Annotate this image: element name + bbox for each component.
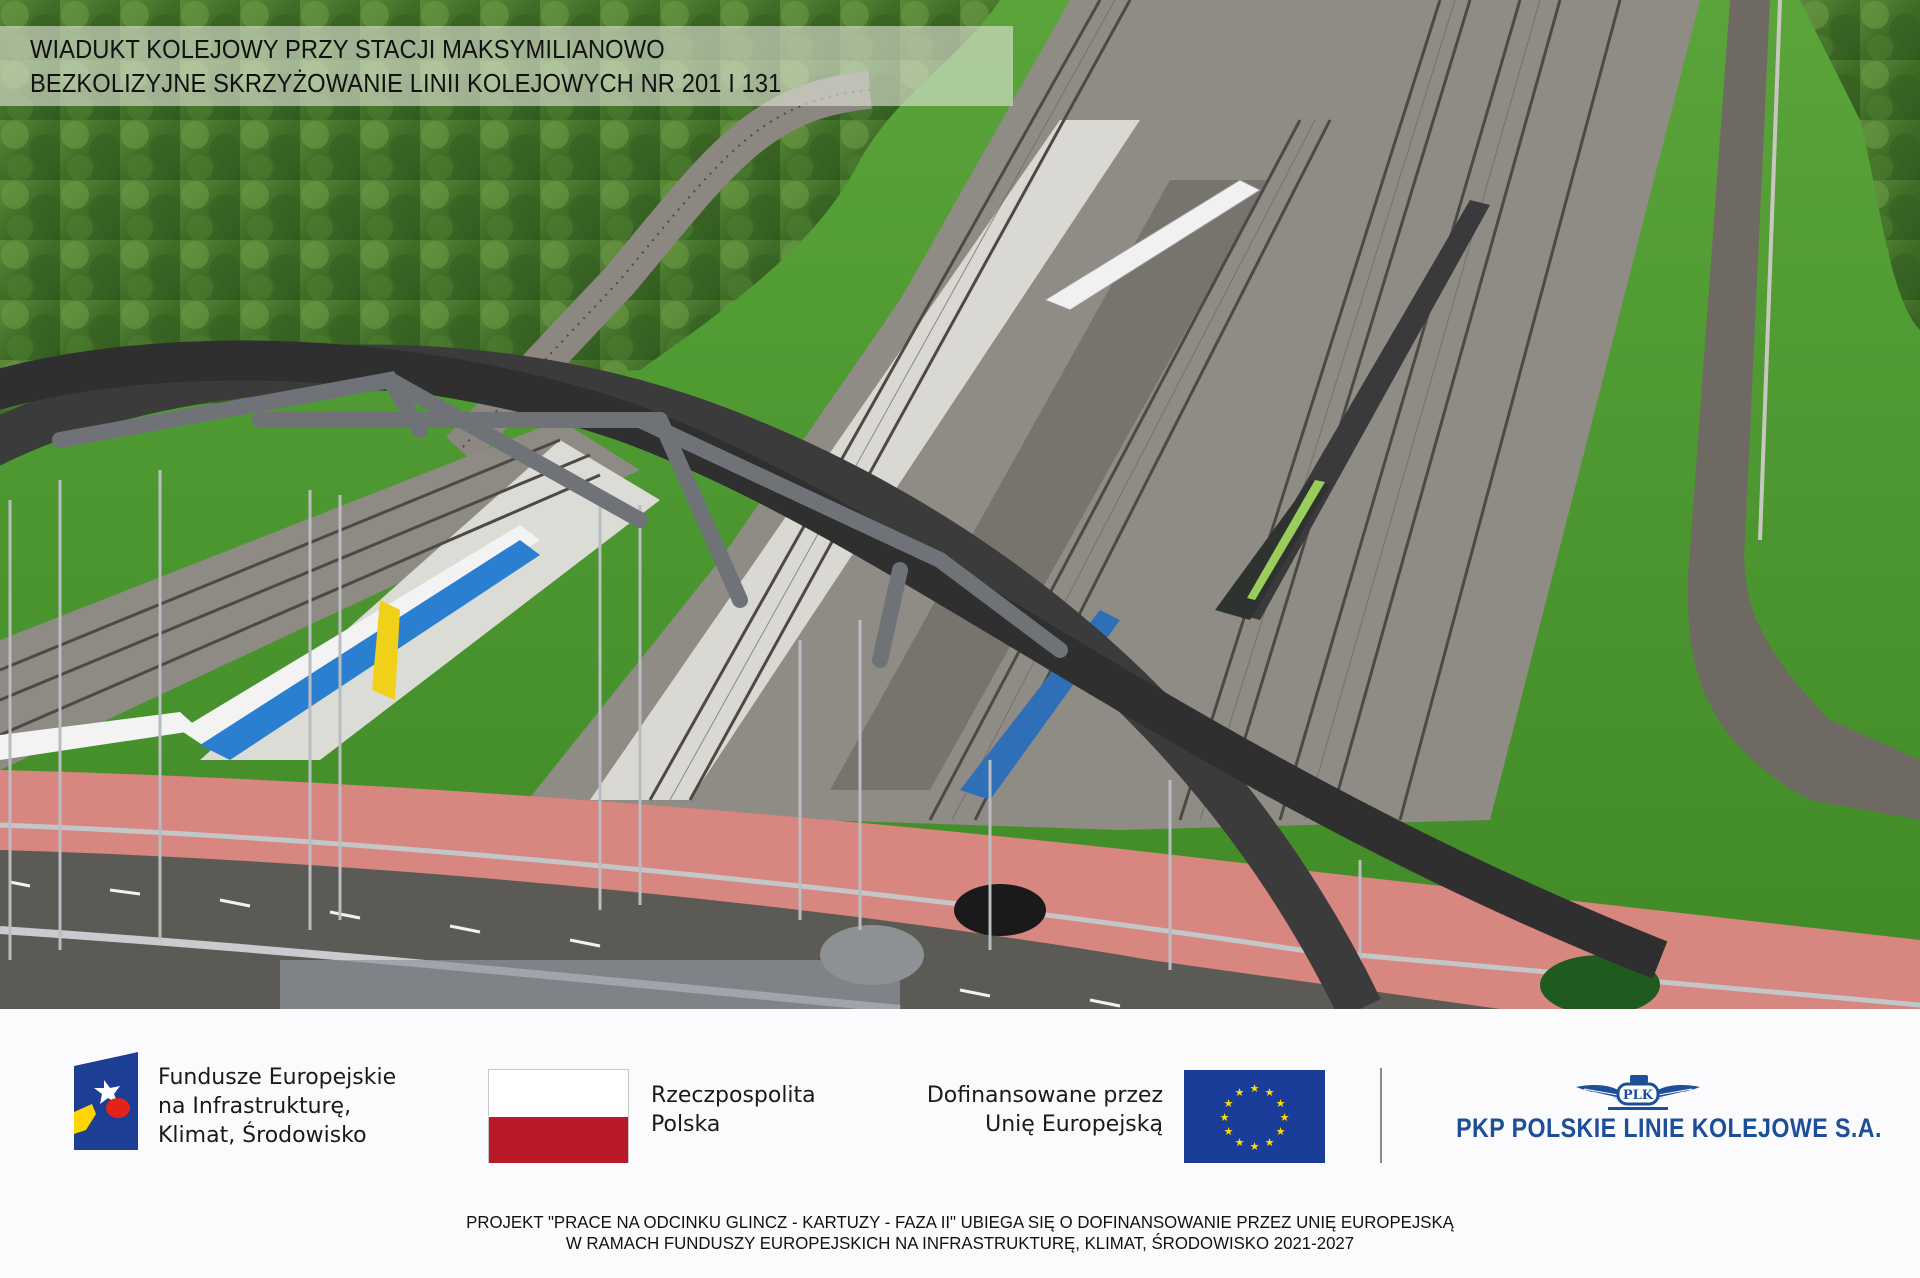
svg-text:★: ★ bbox=[1250, 1140, 1260, 1153]
rzeczpospolita-polska-label: Rzeczpospolita Polska bbox=[651, 1083, 816, 1137]
svg-text:★: ★ bbox=[1276, 1097, 1286, 1110]
visualization-render: WIADUKT KOLEJOWY PRZY STACJI MAKSYMILIAN… bbox=[0, 0, 1920, 1009]
title-line-2: BEZKOLIZYJNE SKRZYŻOWANIE LINII KOLEJOWY… bbox=[30, 70, 782, 98]
project-funding-note: PROJEKT "PRACE NA ODCINKU GLINCZ - KARTU… bbox=[0, 1212, 1920, 1254]
svg-text:★: ★ bbox=[1265, 1136, 1275, 1149]
render-title-overlay: WIADUKT KOLEJOWY PRZY STACJI MAKSYMILIAN… bbox=[0, 26, 1013, 106]
pkp-plk-company-name: PKP POLSKIE LINIE KOLEJOWE S.A. bbox=[1456, 1113, 1882, 1143]
svg-text:PLK: PLK bbox=[1623, 1088, 1654, 1103]
railway-viaduct-scene bbox=[0, 0, 1920, 1009]
svg-text:★: ★ bbox=[1265, 1086, 1275, 1099]
svg-text:★: ★ bbox=[1276, 1125, 1286, 1138]
eu-flag-icon: ★ ★ ★ ★ ★ ★ ★ ★ ★ ★ ★ ★ bbox=[1184, 1070, 1325, 1163]
polish-flag-icon bbox=[488, 1069, 629, 1163]
svg-text:★: ★ bbox=[1220, 1111, 1230, 1124]
fundusze-europejskie-icon bbox=[74, 1052, 138, 1150]
svg-text:★: ★ bbox=[1250, 1082, 1260, 1095]
title-line-1: WIADUKT KOLEJOWY PRZY STACJI MAKSYMILIAN… bbox=[30, 36, 665, 64]
funding-footer: Fundusze Europejskie na Infrastrukturę, … bbox=[0, 1009, 1920, 1278]
svg-text:★: ★ bbox=[1224, 1097, 1234, 1110]
svg-text:★: ★ bbox=[1235, 1136, 1245, 1149]
fundusze-europejskie-label: Fundusze Europejskie na Infrastrukturę, … bbox=[158, 1065, 397, 1148]
svg-text:★: ★ bbox=[1224, 1125, 1234, 1138]
svg-text:★: ★ bbox=[1235, 1086, 1245, 1099]
eu-cofinanced-label: Dofinansowane przez Unię Europejską bbox=[926, 1083, 1163, 1137]
project-note-line-1: PROJEKT "PRACE NA ODCINKU GLINCZ - KARTU… bbox=[466, 1212, 1454, 1232]
svg-text:★: ★ bbox=[1280, 1111, 1290, 1124]
logo-divider bbox=[1380, 1068, 1382, 1163]
project-note-line-2: W RAMACH FUNDUSZY EUROPEJSKICH NA INFRAS… bbox=[565, 1233, 1355, 1253]
plk-winged-emblem-icon: PLK bbox=[1576, 1075, 1700, 1110]
